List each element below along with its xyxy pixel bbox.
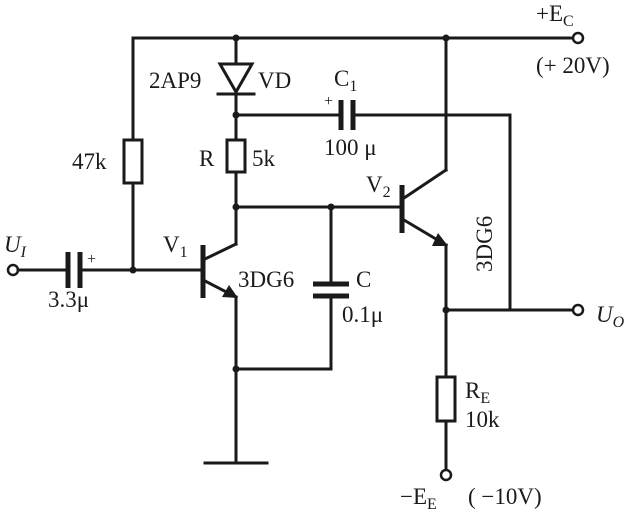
resistor-re [435,375,457,423]
transistor-v2-collector [401,167,449,201]
input-label: UI [4,232,27,261]
diode-triangle [217,62,255,96]
output-terminal[interactable] [571,303,585,317]
transistor-v1-collector [202,241,239,262]
resistor-r5k [225,138,247,174]
junction-diode-top [232,34,240,42]
supply-terminal-top[interactable] [571,31,585,45]
capacitor-c-value: 0.1μ [342,302,383,327]
capacitor-in-polarity: + [87,251,96,268]
transistor-v1-name: V1 [163,232,188,261]
capacitor-in-label: 3.3μ [48,287,89,312]
supply-terminal-bottom[interactable] [439,468,453,482]
transistor-v1-arrow [222,285,238,298]
resistor-re-name: RE [465,378,490,407]
diode-type-label: 2AP9 [149,68,201,93]
junction-v2-collector [442,34,450,42]
capacitor-c1-value: 100 μ [324,135,377,160]
transistor-v2-name: V2 [366,172,391,201]
output-label: UO [596,302,625,331]
supply-bottom-value: ( −10V) [468,484,542,509]
transistor-v2-arrow [432,233,448,246]
resistor-r-name: R [199,146,215,171]
supply-top-value: (+ 20V) [536,53,610,78]
capacitor-c1-polarity: + [324,93,333,110]
capacitor-c1-name: C1 [334,66,357,95]
transistor-v2-type: 3DG6 [472,216,497,272]
resistor-re-value: 10k [465,407,500,432]
supply-top-label: +EC [536,1,574,30]
transistor-v1-type: 3DG6 [238,267,294,292]
resistor-47k-label: 47k [72,149,107,174]
capacitor-c-name: C [356,267,371,292]
supply-bottom-label: −EE [400,484,437,513]
diode-name-label: VD [258,68,291,93]
resistor-47k [122,138,144,185]
resistor-r-value: 5k [252,146,276,171]
